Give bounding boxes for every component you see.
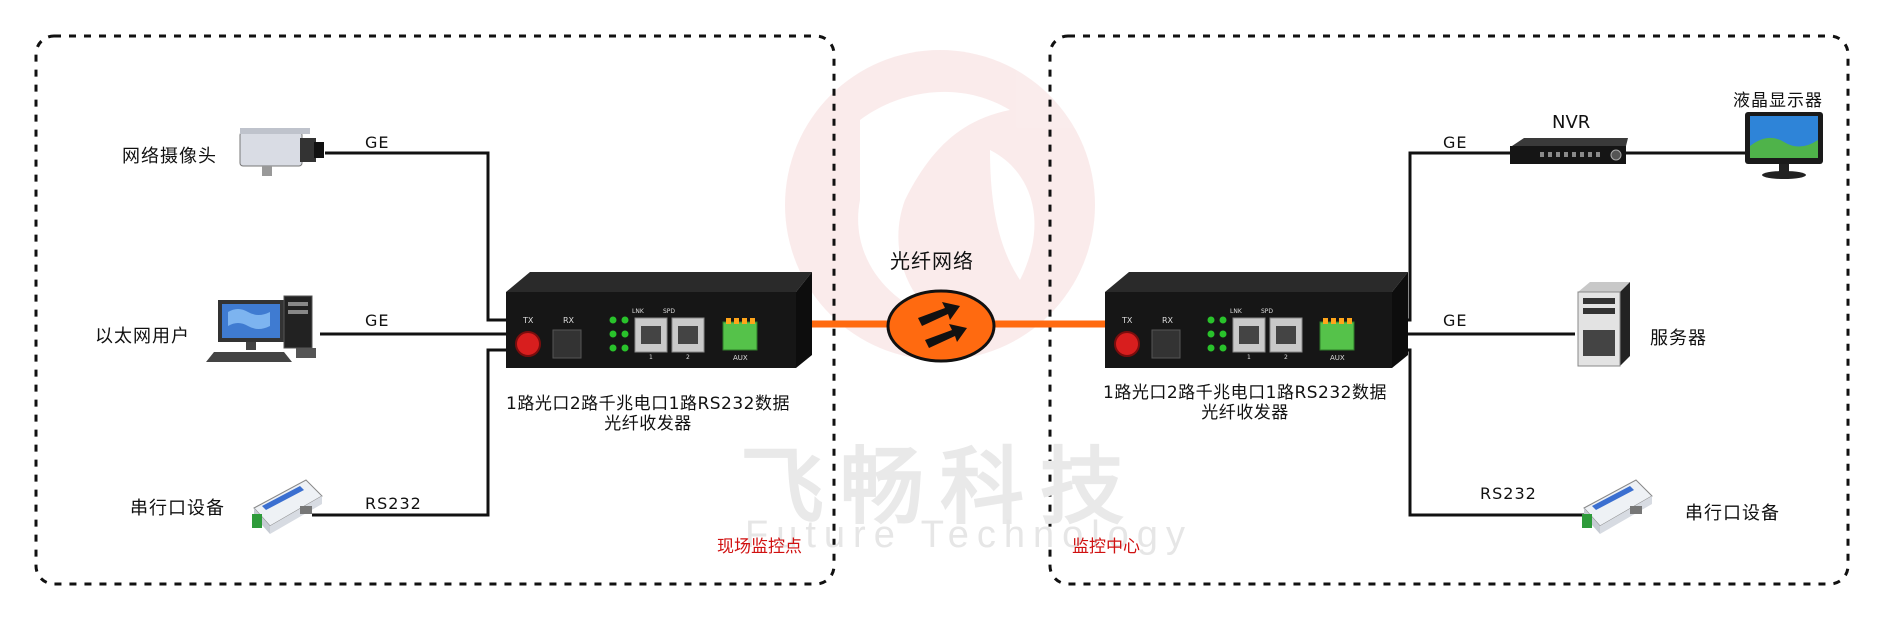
serial-device-label-left: 串行口设备: [130, 498, 225, 519]
zone-right-border: [1048, 34, 1850, 586]
nvr-label: NVR: [1552, 112, 1591, 133]
right-caption-line1: 1路光口2路千兆电口1路RS232数据: [1103, 383, 1387, 403]
ge-label-camera: GE: [365, 133, 390, 152]
serial-device-label-right: 串行口设备: [1685, 503, 1780, 524]
left-lnk-label: LNK: [632, 308, 644, 315]
rs232-label-right: RS232: [1480, 484, 1537, 503]
right-caption-line2: 光纤收发器: [1201, 403, 1289, 423]
right-transceiver: [1105, 272, 1408, 368]
monitor-label: 液晶显示器: [1733, 91, 1823, 111]
nvr-icon: [1510, 138, 1628, 164]
ethernet-pc-icon: [206, 295, 316, 362]
left-port1-label: 1: [649, 354, 653, 361]
left-caption-line2: 光纤收发器: [604, 414, 692, 434]
watermark-logo-icon: [785, 50, 1095, 360]
fiber-network-icon: [886, 289, 996, 363]
right-port2-label: 2: [1284, 354, 1288, 361]
serial-device-icon-left: [252, 479, 323, 534]
left-aux-label: AUX: [733, 354, 748, 362]
right-lnk-label: LNK: [1230, 308, 1242, 315]
rs232-label-left: RS232: [365, 494, 422, 513]
server-icon: [1577, 282, 1630, 367]
server-label: 服务器: [1650, 328, 1707, 349]
right-transceiver-caption: 1路光口2路千兆电口1路RS232数据 光纤收发器: [1075, 383, 1415, 423]
right-port1-label: 1: [1247, 354, 1251, 361]
left-wiring: [312, 151, 506, 517]
left-transceiver-caption: 1路光口2路千兆电口1路RS232数据 光纤收发器: [478, 394, 818, 434]
left-tx-label: TX: [523, 316, 534, 325]
network-camera-icon: [239, 128, 324, 176]
camera-label: 网络摄像头: [122, 146, 217, 167]
left-transceiver: [506, 272, 812, 368]
right-tx-label: TX: [1122, 316, 1133, 325]
left-spd-label: SPD: [663, 308, 676, 315]
right-rx-label: RX: [1162, 316, 1174, 325]
left-rx-label: RX: [563, 316, 575, 325]
fiber-network-label: 光纤网络: [890, 249, 974, 273]
ge-label-server: GE: [1443, 311, 1468, 330]
right-aux-label: AUX: [1330, 354, 1345, 362]
ge-label-nvr: GE: [1443, 133, 1468, 152]
left-port2-label: 2: [686, 354, 690, 361]
zone-left-label: 现场监控点: [717, 537, 802, 557]
zone-left-border: [34, 34, 836, 586]
right-spd-label: SPD: [1261, 308, 1274, 315]
serial-device-icon-right: [1582, 479, 1653, 534]
watermark-en: Future Technology: [745, 514, 1193, 556]
ethernet-user-label: 以太网用户: [95, 326, 190, 347]
zone-right-label: 监控中心: [1072, 537, 1140, 557]
watermark-cn: 飞畅科技: [740, 438, 1141, 536]
left-caption-line1: 1路光口2路千兆电口1路RS232数据: [506, 394, 790, 414]
ge-label-pc: GE: [365, 311, 390, 330]
lcd-monitor-icon: [1745, 112, 1823, 179]
